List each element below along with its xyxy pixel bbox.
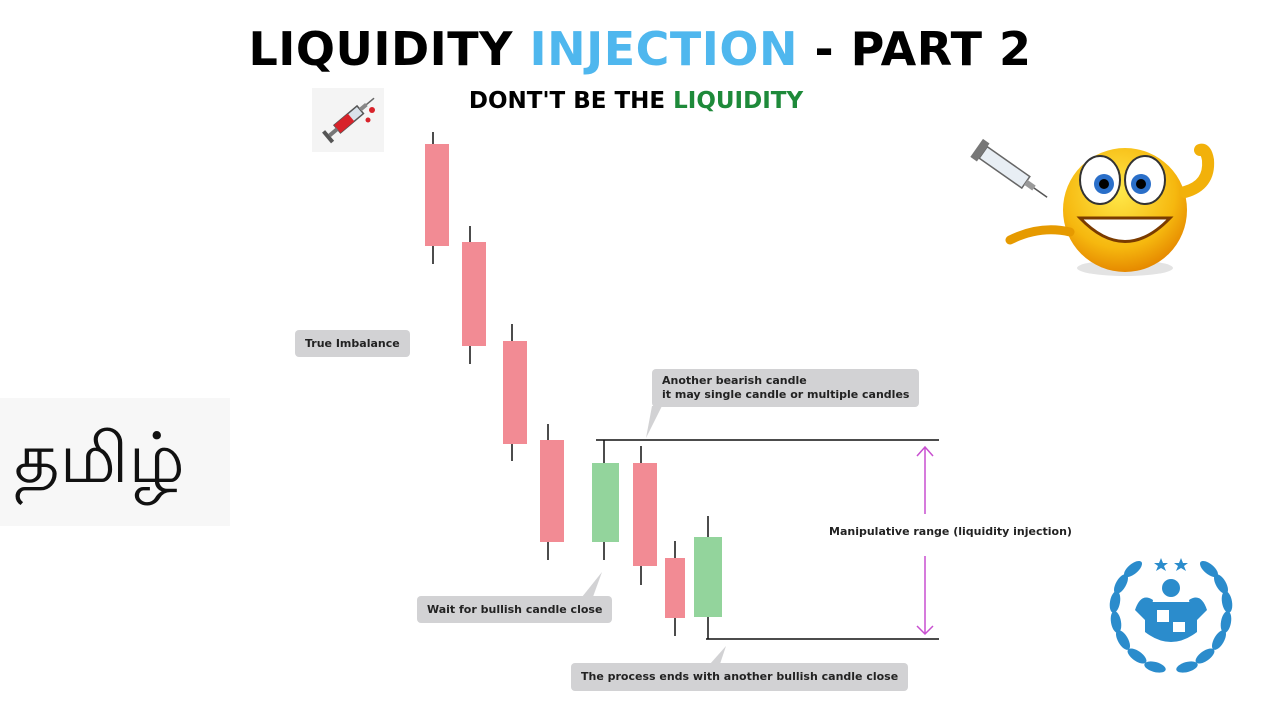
candle-8-bullish — [694, 516, 722, 639]
subtitle-part1: DONT'T BE THE — [468, 88, 674, 114]
subtitle-accent: LIQUIDITY — [673, 88, 804, 114]
syringe-icon — [312, 88, 384, 152]
candle-4-bearish — [540, 424, 564, 560]
smiley-syringe-icon — [970, 138, 1215, 276]
callout-pointer-process-ends — [710, 646, 726, 664]
candle-6-bearish — [633, 446, 657, 585]
page-subtitle: DONT'T BE THE LIQUIDITY — [0, 88, 1272, 114]
candle-7-bearish — [665, 541, 685, 636]
candle-2-bearish — [462, 226, 486, 364]
title-part2: - PART 2 — [798, 22, 1032, 76]
title-part1: LIQUIDITY — [248, 22, 530, 76]
laurel-emblem-icon — [1109, 558, 1233, 673]
callout-pointer-another-bearish — [646, 406, 662, 438]
callout-wait-bullish: Wait for bullish candle close — [417, 596, 613, 623]
callout-true-imbalance-text: True Imbalance — [305, 336, 400, 350]
candle-5-bullish — [592, 440, 619, 560]
page-title: LIQUIDITY INJECTION - PART 2 — [0, 22, 1280, 76]
label-manipulative-range: Manipulative range (liquidity injection) — [826, 524, 1075, 539]
range-arrow — [916, 445, 934, 636]
tamil-text: தமிழ் — [0, 398, 230, 526]
title-accent: INJECTION — [529, 22, 799, 76]
callout-another-bearish-line1: Another bearish candle — [662, 374, 807, 387]
callout-another-bearish: Another bearish candle it may single can… — [652, 369, 920, 407]
label-manipulative-range-text: Manipulative range (liquidity injection) — [829, 525, 1072, 538]
callout-another-bearish-line2: it may single candle or multiple candles — [662, 388, 910, 401]
candle-3-bearish — [503, 324, 527, 461]
callout-wait-bullish-text: Wait for bullish candle close — [427, 602, 603, 616]
candle-1-bearish — [425, 132, 449, 264]
callout-process-ends: The process ends with another bullish ca… — [571, 663, 909, 691]
callout-true-imbalance: True Imbalance — [295, 330, 410, 357]
callout-process-ends-text: The process ends with another bullish ca… — [581, 670, 899, 683]
